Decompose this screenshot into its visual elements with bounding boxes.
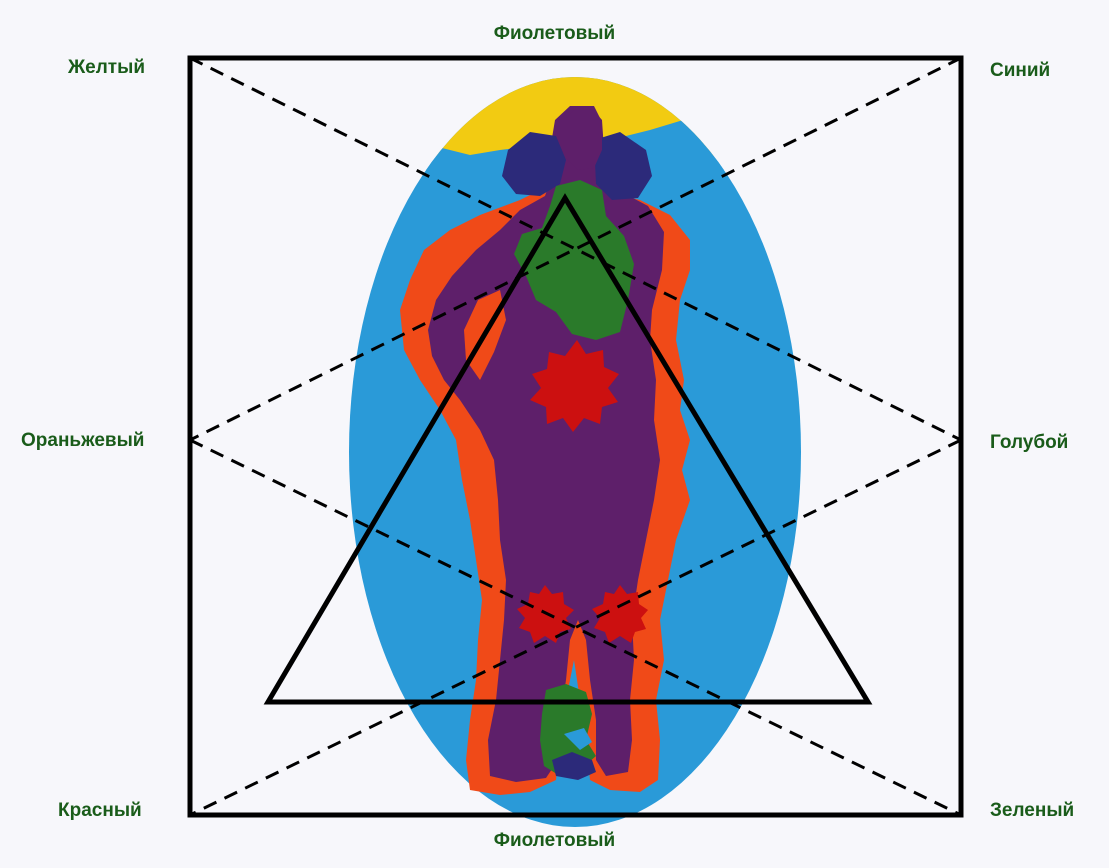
label-blue: Синий xyxy=(990,60,1050,82)
label-top-violet: Фиолетовый xyxy=(0,23,1109,45)
feet-area xyxy=(540,684,596,780)
label-light-blue: Голубой xyxy=(990,432,1068,454)
label-bottom-violet: Фиолетовый xyxy=(0,830,1109,852)
label-red: Красный xyxy=(58,800,142,822)
label-green: Зеленый xyxy=(990,800,1074,822)
label-yellow: Желтый xyxy=(68,57,145,79)
label-orange: Ораньжевый xyxy=(21,430,144,452)
